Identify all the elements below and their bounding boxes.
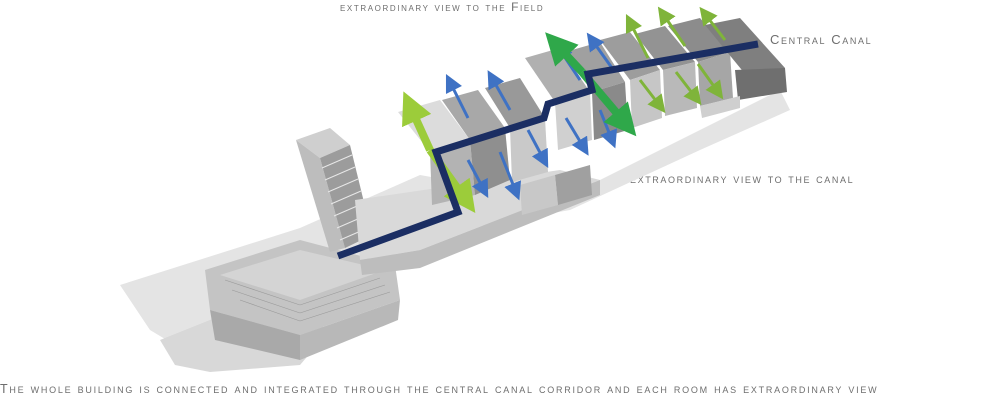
- view-arrow: [696, 63, 724, 100]
- view-arrow: [466, 159, 489, 198]
- view-to-canal-label: extraordinary view to the canal: [630, 172, 855, 186]
- view-arrow: [586, 32, 614, 69]
- view-arrow: [487, 70, 512, 111]
- view-arrow: [625, 13, 650, 59]
- view-arrow: [638, 79, 666, 114]
- view-arrow: [498, 151, 522, 201]
- view-arrow: [445, 73, 470, 119]
- large-arrow-field: [545, 32, 585, 75]
- view-to-field-label: extraordinary view to the Field: [340, 0, 545, 14]
- room-blocks: [398, 18, 787, 205]
- view-arrow: [526, 129, 549, 168]
- view-arrow: [564, 117, 589, 156]
- auditorium-block: [205, 240, 400, 360]
- diagram-caption: The whole building is connected and inte…: [0, 382, 879, 396]
- view-arrow: [657, 6, 687, 47]
- central-canal-corridor: [336, 40, 759, 260]
- small-annex: [520, 165, 592, 215]
- central-canal-label: Central Canal: [770, 32, 873, 47]
- large-arrow-field-left: [402, 91, 434, 152]
- view-arrow: [699, 6, 727, 41]
- view-arrows-green: [625, 6, 727, 114]
- view-arrow: [674, 71, 702, 106]
